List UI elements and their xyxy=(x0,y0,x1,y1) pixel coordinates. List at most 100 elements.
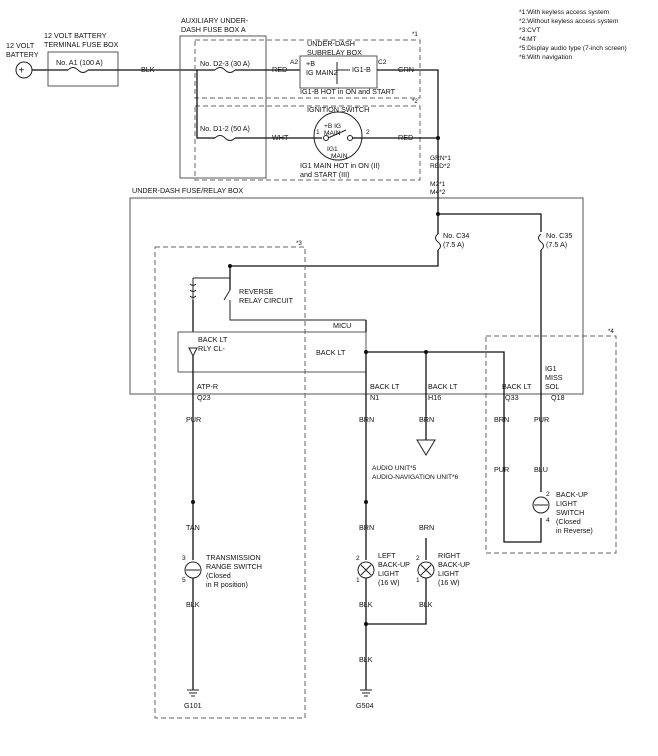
svg-text:Q18: Q18 xyxy=(551,393,565,402)
svg-text:BLU: BLU xyxy=(534,465,548,474)
svg-text:BACK-UP: BACK-UP xyxy=(438,560,470,569)
ignition-contact xyxy=(327,129,347,139)
svg-text:*2: *2 xyxy=(412,98,418,105)
svg-text:5: 5 xyxy=(182,577,186,584)
svg-text:No. C35: No. C35 xyxy=(546,231,572,240)
svg-text:GRN*1: GRN*1 xyxy=(430,155,451,162)
note-2: *2:Without keyless access system xyxy=(519,18,619,25)
svg-text:RANGE SWITCH: RANGE SWITCH xyxy=(206,562,262,571)
svg-text:BACK LT: BACK LT xyxy=(428,382,458,391)
svg-text:IGNITION SWITCH: IGNITION SWITCH xyxy=(307,105,369,114)
svg-text:AUDIO UNIT*5: AUDIO UNIT*5 xyxy=(372,465,417,472)
diode-symbol xyxy=(188,347,198,358)
left-back-up-light: 2 1 LEFT BACK-UP LIGHT (16 W) xyxy=(356,551,410,587)
svg-text:and START (III): and START (III) xyxy=(300,170,350,179)
svg-text:BACK LT: BACK LT xyxy=(198,335,228,344)
svg-text:RED: RED xyxy=(272,65,287,74)
fuse-d12-label: No. D1-2 (50 A) xyxy=(200,124,250,133)
svg-text:UNDER-DASH: UNDER-DASH xyxy=(307,39,355,48)
svg-text:+B: +B xyxy=(306,59,315,68)
svg-text:TAN: TAN xyxy=(186,523,200,532)
svg-text:BRN: BRN xyxy=(419,415,434,424)
svg-text:in Reverse): in Reverse) xyxy=(556,526,593,535)
wire-q33 xyxy=(503,394,542,543)
svg-text:DASH FUSE BOX A: DASH FUSE BOX A xyxy=(181,25,246,34)
svg-text:MICU: MICU xyxy=(333,321,351,330)
svg-text:BRN: BRN xyxy=(359,415,374,424)
svg-text:PUR: PUR xyxy=(494,465,509,474)
svg-text:C2: C2 xyxy=(378,59,387,66)
svg-text:BLK: BLK xyxy=(359,600,373,609)
svg-text:WHT: WHT xyxy=(272,133,289,142)
svg-text:(7.5 A): (7.5 A) xyxy=(546,240,567,249)
audio-arrow xyxy=(416,439,436,456)
svg-text:*1: *1 xyxy=(412,31,418,38)
svg-text:2: 2 xyxy=(366,129,370,136)
svg-text:*3: *3 xyxy=(296,240,302,247)
wire-back-lt-branches xyxy=(365,352,427,394)
svg-text:2: 2 xyxy=(356,555,360,562)
svg-text:(Closed: (Closed xyxy=(206,571,231,580)
svg-text:(Closed: (Closed xyxy=(556,517,581,526)
svg-text:BACK-UP: BACK-UP xyxy=(556,490,588,499)
footnotes: *1:With keyless access system *2:Without… xyxy=(519,9,627,61)
reverse-relay-circuit: REVERSE RELAY CIRCUIT xyxy=(189,266,366,321)
wire-grn xyxy=(420,69,439,155)
relay-coil xyxy=(189,278,197,300)
note-5: *5:Display audio type (7-inch screen) xyxy=(519,45,627,52)
svg-text:4: 4 xyxy=(546,517,550,524)
ignition-switch-area: *2 IGNITION SWITCH xyxy=(194,98,421,181)
svg-text:BACK LT: BACK LT xyxy=(370,382,400,391)
svg-text:LEFT: LEFT xyxy=(378,551,396,560)
wire-main-feed xyxy=(437,155,542,232)
svg-text:BACK LT: BACK LT xyxy=(502,382,532,391)
svg-text:H16: H16 xyxy=(428,393,441,402)
svg-text:BRN: BRN xyxy=(359,523,374,532)
svg-text:TRANSMISSION: TRANSMISSION xyxy=(206,553,261,562)
svg-text:REVERSE: REVERSE xyxy=(239,287,274,296)
svg-text:LIGHT: LIGHT xyxy=(378,569,400,578)
svg-text:RED: RED xyxy=(398,133,413,142)
svg-text:RIGHT: RIGHT xyxy=(438,551,461,560)
wire-back-lt-bus xyxy=(366,351,505,394)
svg-text:ATP-R: ATP-R xyxy=(197,382,218,391)
fuse-c35-symbol xyxy=(538,233,544,251)
fuse-d23-symbol xyxy=(214,67,236,73)
svg-text:G101: G101 xyxy=(184,701,202,710)
svg-text:IG1: IG1 xyxy=(327,146,338,153)
svg-text:BRN: BRN xyxy=(494,415,509,424)
ground-g101-symbol xyxy=(187,689,199,697)
svg-text:1: 1 xyxy=(356,577,360,584)
battery-terminal-fuse-box: 12 VOLT BATTERY TERMINAL FUSE BOX No. A1… xyxy=(44,31,119,87)
svg-text:Q33: Q33 xyxy=(505,393,519,402)
svg-text:2: 2 xyxy=(416,555,420,562)
svg-text:BACK LT: BACK LT xyxy=(316,348,346,357)
svg-text:G504: G504 xyxy=(356,701,374,710)
svg-text:GRN: GRN xyxy=(398,65,414,74)
svg-text:A2: A2 xyxy=(290,59,298,66)
right-back-up-light: 2 1 RIGHT BACK-UP LIGHT (16 W) xyxy=(416,551,470,587)
svg-text:AUDIO-NAVIGATION UNIT*6: AUDIO-NAVIGATION UNIT*6 xyxy=(372,474,459,481)
svg-text:12 VOLT: 12 VOLT xyxy=(6,41,35,50)
svg-text:No. C34: No. C34 xyxy=(443,231,469,240)
svg-text:BATTERY: BATTERY xyxy=(6,50,39,59)
svg-text:AUXILIARY UNDER-: AUXILIARY UNDER- xyxy=(181,16,249,25)
note-3: *3:CVT xyxy=(519,27,540,34)
svg-text:LIGHT: LIGHT xyxy=(556,499,578,508)
subrelay-contact xyxy=(336,62,350,84)
svg-text:MAIN: MAIN xyxy=(331,153,348,160)
svg-text:IG1-B: IG1-B xyxy=(352,65,371,74)
wire-to-d12 xyxy=(196,70,215,139)
svg-text:LIGHT: LIGHT xyxy=(438,569,460,578)
svg-text:PUR: PUR xyxy=(534,415,549,424)
svg-text:1: 1 xyxy=(316,129,320,136)
svg-text:BLK: BLK xyxy=(359,655,373,664)
ignition-switch: +B IG MAIN IG1 MAIN 1 2 xyxy=(313,111,370,161)
transmission-range-switch: 3 5 TRANSMISSION RANGE SWITCH (Closed in… xyxy=(182,553,262,589)
svg-text:N1: N1 xyxy=(370,393,379,402)
svg-text:(7.5 A): (7.5 A) xyxy=(443,240,464,249)
battery: 12 VOLT BATTERY + xyxy=(6,41,39,79)
cvt-area xyxy=(154,246,306,719)
